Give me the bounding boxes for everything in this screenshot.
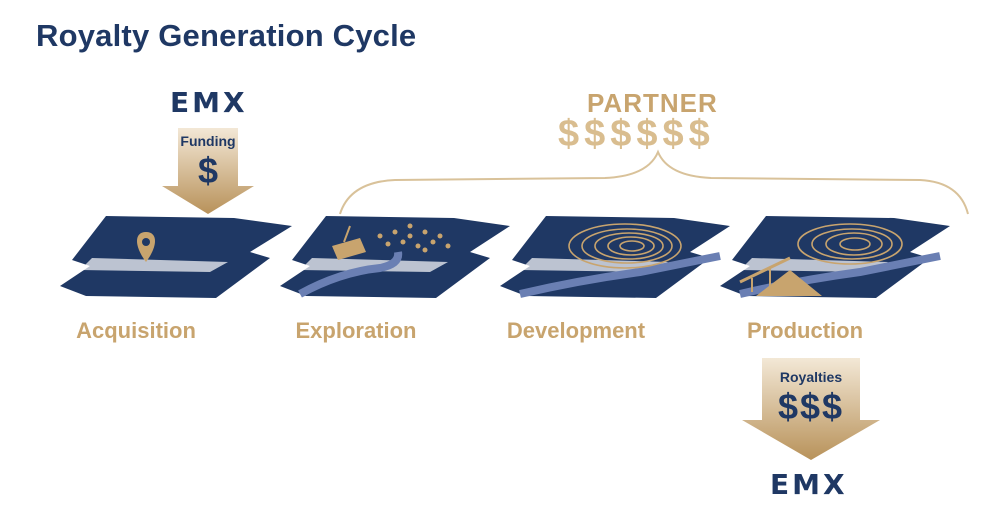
stage-label-development: Development — [506, 318, 646, 343]
funding-label: Funding — [180, 133, 236, 149]
funding-arrow — [162, 128, 254, 214]
map-exploration — [280, 216, 510, 298]
royalties-dollars: $$$ — [777, 386, 845, 427]
conveyor-stockpile-icon — [739, 256, 822, 296]
stage-label-production: Production — [746, 318, 864, 343]
page-title: Royalty Generation Cycle — [36, 18, 417, 53]
map-acquisition — [60, 216, 292, 298]
map-development — [500, 216, 730, 298]
partner-label: PARTNER — [587, 88, 718, 118]
sample-dots — [377, 223, 451, 253]
map-pin-icon — [137, 232, 155, 262]
stage-label-exploration: Exploration — [295, 318, 417, 343]
royalties-label: Royalties — [779, 369, 843, 385]
map-production — [720, 216, 950, 298]
contour-pit-icon — [568, 223, 682, 269]
stage-label-acquisition: Acquisition — [76, 318, 196, 343]
emx-logo-bottom: EMX — [770, 468, 848, 501]
royalties-arrow — [742, 358, 880, 460]
emx-logo-top: EMX — [170, 86, 248, 119]
funding-dollar: $ — [197, 150, 219, 191]
partner-dollars: $$$$$$ — [558, 113, 715, 155]
partner-brace — [339, 149, 969, 215]
drill-rig-icon — [332, 225, 366, 260]
